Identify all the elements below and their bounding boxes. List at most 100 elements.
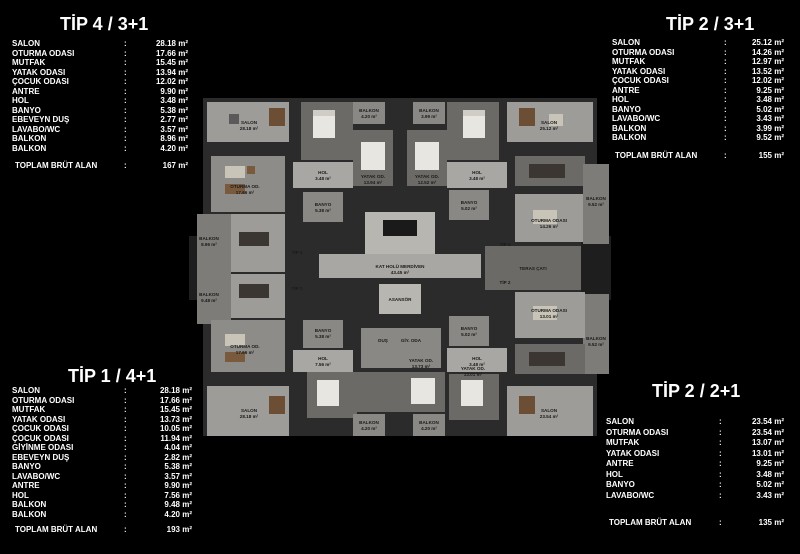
label-oturma-tl-area: 17.66 m² (236, 190, 255, 195)
room-area: 7.56 m² (164, 490, 192, 500)
room-area: 3.43 m² (756, 114, 784, 123)
separator: : (719, 490, 722, 500)
room-name: SALON (612, 38, 640, 47)
separator: : (124, 405, 127, 414)
label-tip1: TİP 1 (292, 285, 303, 291)
separator: : (124, 395, 127, 405)
label-teras: TERAS ÇATI (519, 266, 546, 271)
room-area: 23.54 m² (751, 417, 784, 426)
separator: : (724, 150, 727, 160)
total-label: TOPLAM BRÜT ALAN (615, 150, 698, 160)
label-oturma-tr: OTURMA ODASI (531, 218, 567, 223)
area-row: ÇOCUK ODASI:12.02 m² (12, 77, 188, 87)
room-area: 13.01 m² (751, 448, 784, 458)
room-name: BANYO (12, 462, 41, 471)
area-row: SALON:28.18 m² (12, 39, 188, 49)
room-hol (293, 162, 353, 188)
room-area: 15.45 m² (155, 58, 188, 67)
area-row: BANYO:5.38 m² (12, 462, 192, 472)
total-row: TOPLAM BRÜT ALAN:135 m² (606, 518, 784, 528)
area-row: ÇOCUK ODASI:12.02 m² (612, 76, 784, 86)
separator: : (724, 47, 727, 57)
room-name: OTURMA ODASI (12, 395, 75, 405)
separator: : (124, 134, 127, 143)
label-balkon-r2: BALKON (586, 336, 606, 341)
label-yatak-tr-area: 12.52 m² (418, 180, 437, 185)
room-area: 17.66 m² (159, 395, 192, 405)
label-giy-oda: GİY. ODA (401, 337, 422, 343)
room-name: YATAK ODASI (612, 66, 666, 76)
room-name: HOL (12, 96, 29, 105)
total-label: TOPLAM BRÜT ALAN (15, 161, 98, 170)
separator: : (719, 459, 722, 468)
total-value: 135 m² (758, 518, 784, 527)
label-balkon-r1: BALKON (586, 196, 606, 201)
room-name: BANYO (612, 104, 641, 114)
separator: : (124, 143, 127, 153)
room-area: 8.96 m² (160, 134, 188, 143)
separator: : (124, 386, 127, 395)
separator: : (124, 58, 127, 67)
room-name: BALKON (612, 133, 647, 142)
room-area: 12.97 m² (751, 57, 784, 66)
room-name: BALKON (12, 143, 47, 153)
area-row: OTURMA ODASI: 17.66 m² (12, 396, 192, 406)
area-row: ANTRE:9.25 m² (612, 86, 784, 96)
room-name: BALKON (612, 123, 647, 133)
room-area: 3.99 m² (756, 123, 784, 133)
area-row: BANYO:5.38 m² (12, 106, 188, 116)
area-row: BANYO: 5.02 m² (612, 105, 784, 115)
area-row: LAVABO/WC:3.43 m² (612, 114, 784, 124)
area-row: OTURMA ODASI:14.26 m² (612, 48, 784, 58)
separator: : (719, 480, 722, 489)
room-area: 13.52 m² (751, 66, 784, 76)
separator: : (124, 96, 127, 105)
area-row: SALON:25.12 m² (612, 38, 784, 48)
separator: : (124, 424, 127, 433)
separator: : (124, 124, 127, 134)
label-banyo-tl-area: 5.38 m² (315, 208, 331, 213)
room-dus-giy (361, 328, 441, 368)
separator: : (124, 490, 127, 500)
separator: : (124, 500, 127, 509)
separator: : (124, 39, 127, 48)
room-name: YATAK ODASI (12, 67, 66, 77)
room-name: YATAK ODASI (12, 414, 66, 424)
area-row: HOL:3.48 m² (606, 470, 784, 480)
label-tip2b: TİP 2 (500, 279, 511, 285)
room-area: 5.02 m² (756, 104, 784, 114)
label-banyo-tr: BANYO (461, 200, 478, 205)
separator: : (724, 38, 727, 47)
room-area: 2.77 m² (160, 115, 188, 124)
separator: : (719, 469, 722, 479)
balkon-top-1 (353, 102, 385, 124)
room-banyo (449, 190, 489, 220)
area-row: BANYO:5.02 m² (606, 480, 784, 490)
label-balkon-t2-area: 3.99 m² (421, 114, 437, 119)
room-area: 12.02 m² (751, 76, 784, 85)
separator: : (724, 133, 727, 142)
room-area: 12.02 m² (155, 77, 188, 86)
balkon-bottom-2 (413, 414, 445, 436)
label-oturma-br: OTURMA ODASI (531, 308, 567, 313)
room-area: 4.20 m² (160, 143, 188, 153)
room-area: 2.82 m² (164, 452, 192, 462)
separator: : (724, 104, 727, 114)
separator: : (124, 481, 127, 490)
room-area: 3.43 m² (756, 490, 784, 500)
separator: : (724, 85, 727, 95)
area-row: HOL:3.48 m² (612, 95, 784, 105)
label-yatak-bl-area: 13.73 m² (412, 364, 431, 369)
area-row: BALKON: 4.20 m² (12, 144, 188, 154)
label-dus: DUŞ (378, 338, 388, 343)
separator: : (124, 161, 127, 170)
area-row: OTURMA ODASI:23.54 m² (606, 428, 784, 438)
label-salon-tl-area: 28.18 m² (240, 126, 259, 131)
area-row: MUTFAK:13.07 m² (606, 438, 784, 448)
separator: : (724, 114, 727, 123)
separator: : (124, 414, 127, 424)
asansor (379, 284, 421, 314)
room-area: 5.38 m² (164, 462, 192, 471)
unit-tip1 (197, 274, 357, 436)
right-stair-block (581, 236, 611, 300)
